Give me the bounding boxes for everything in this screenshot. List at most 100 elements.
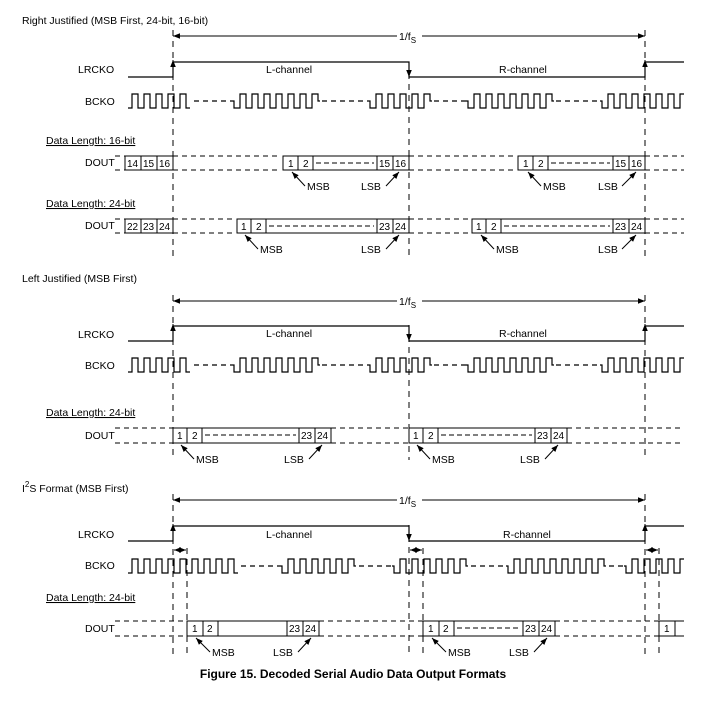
period-label: 1/fS <box>399 31 416 45</box>
bit-cell: 15 <box>379 159 391 170</box>
section-title: I2S Format (MSB First) <box>22 480 129 495</box>
lrcko-waveform <box>128 525 684 542</box>
bit-cell: 23 <box>301 431 313 442</box>
bit-cell: 23 <box>525 624 537 635</box>
dout-16bit-left-word: 1 2 15 16 <box>282 155 410 171</box>
dout-24bit-left-word: 1 2 23 24 <box>186 620 320 637</box>
dout-label: DOUT <box>85 623 115 635</box>
bit-cell: 2 <box>303 159 309 170</box>
bit-cell: 1 <box>523 159 529 170</box>
dout-24bit-right-word: 1 2 23 24 <box>422 620 556 637</box>
msb-label: MSB <box>260 244 283 256</box>
lsb-label: LSB <box>361 244 381 256</box>
lsb-label: LSB <box>509 647 529 659</box>
bcko-waveform <box>128 93 684 109</box>
i2s-section: I2S Format (MSB First) 1/fS LRCKO L-chan… <box>22 480 684 659</box>
data-length-16-label: Data Length: 16-bit <box>46 135 135 147</box>
msb-label: MSB <box>448 647 471 659</box>
lsb-label: LSB <box>598 244 618 256</box>
dout-24bit-right-word: 1 2 23 24 <box>471 218 646 234</box>
bit-cell: 15 <box>143 159 155 170</box>
dout-16bit-right-word: 1 2 15 16 <box>517 155 646 171</box>
l-channel-label: L-channel <box>266 64 312 76</box>
bit-cell: 1 <box>664 624 670 635</box>
dout-16bit-tail-word: 14 15 16 <box>124 155 174 171</box>
msb-lsb-pointers <box>195 637 548 653</box>
msb-label: MSB <box>496 244 519 256</box>
dout-label: DOUT <box>85 157 115 169</box>
bit-cell: 2 <box>256 222 262 233</box>
lrcko-label: LRCKO <box>78 529 114 541</box>
lsb-label: LSB <box>361 181 381 193</box>
bcko-label: BCKO <box>85 560 115 572</box>
l-channel-label: L-channel <box>266 529 312 541</box>
msb-lsb-pointers-16 <box>291 171 637 187</box>
data-length-24-label: Data Length: 24-bit <box>46 407 135 419</box>
period-label: 1/fS <box>399 495 416 509</box>
left-justified-section: Left Justified (MSB First) 1/fS LRCKO L-… <box>22 273 684 466</box>
bit-cell: 2 <box>192 431 198 442</box>
bit-cell: 1 <box>241 222 247 233</box>
msb-label: MSB <box>432 454 455 466</box>
r-channel-label: R-channel <box>503 529 551 541</box>
bit-cell: 24 <box>317 431 329 442</box>
lsb-label: LSB <box>520 454 540 466</box>
dout-16bit-lines <box>115 155 684 171</box>
lrcko-waveform <box>128 61 684 78</box>
msb-label: MSB <box>212 647 235 659</box>
bit-cell: 2 <box>491 222 497 233</box>
bcko-label: BCKO <box>85 96 115 108</box>
dout-24bit-tail-word: 22 23 24 <box>124 218 174 234</box>
dout-next-word: 1 <box>658 620 684 637</box>
dout-24bit-left-word: 1 2 23 24 <box>172 427 332 444</box>
bit-cell: 23 <box>143 222 155 233</box>
bit-cell: 24 <box>305 624 317 635</box>
dout-label: DOUT <box>85 220 115 232</box>
data-length-24-label: Data Length: 24-bit <box>46 592 135 604</box>
timing-guides <box>172 494 660 655</box>
msb-label: MSB <box>307 181 330 193</box>
bit-cell: 16 <box>159 159 171 170</box>
lsb-label: LSB <box>273 647 293 659</box>
bit-cell: 2 <box>207 624 213 635</box>
bit-cell: 2 <box>538 159 544 170</box>
bcko-waveform <box>128 357 684 373</box>
bit-cell: 1 <box>177 431 183 442</box>
l-channel-label: L-channel <box>266 328 312 340</box>
bit-cell: 23 <box>289 624 301 635</box>
dout-24bit-right-word: 1 2 23 24 <box>408 427 568 444</box>
bit-cell: 24 <box>631 222 643 233</box>
period-label: 1/fS <box>399 296 416 310</box>
bcko-label: BCKO <box>85 360 115 372</box>
msb-label: MSB <box>543 181 566 193</box>
bit-cell: 1 <box>476 222 482 233</box>
lrcko-label: LRCKO <box>78 64 114 76</box>
r-channel-label: R-channel <box>499 64 547 76</box>
bit-cell: 1 <box>413 431 419 442</box>
bit-cell: 1 <box>288 159 294 170</box>
msb-lsb-pointers <box>180 444 559 460</box>
lrcko-label: LRCKO <box>78 329 114 341</box>
bit-cell: 1 <box>192 624 198 635</box>
figure-caption: Figure 15. Decoded Serial Audio Data Out… <box>200 667 507 681</box>
dout-label: DOUT <box>85 430 115 442</box>
lsb-label: LSB <box>284 454 304 466</box>
section-title: Left Justified (MSB First) <box>22 273 137 285</box>
bit-cell: 22 <box>127 222 139 233</box>
right-justified-section: Right Justified (MSB First, 24-bit, 16-b… <box>22 15 684 258</box>
dout-24bit-lines <box>115 218 684 234</box>
bit-cell: 16 <box>395 159 407 170</box>
bit-cell: 14 <box>127 159 139 170</box>
bit-cell: 16 <box>631 159 643 170</box>
msb-lsb-pointers-24 <box>244 234 637 250</box>
lsb-label: LSB <box>598 181 618 193</box>
bit-cell: 24 <box>159 222 171 233</box>
bit-cell: 2 <box>428 431 434 442</box>
bit-cell: 23 <box>537 431 549 442</box>
bit-cell: 23 <box>379 222 391 233</box>
dout-24bit-left-word: 1 2 23 24 <box>236 218 410 234</box>
dout-24bit-lines <box>115 620 659 637</box>
r-channel-label: R-channel <box>499 328 547 340</box>
bit-cell: 24 <box>395 222 407 233</box>
